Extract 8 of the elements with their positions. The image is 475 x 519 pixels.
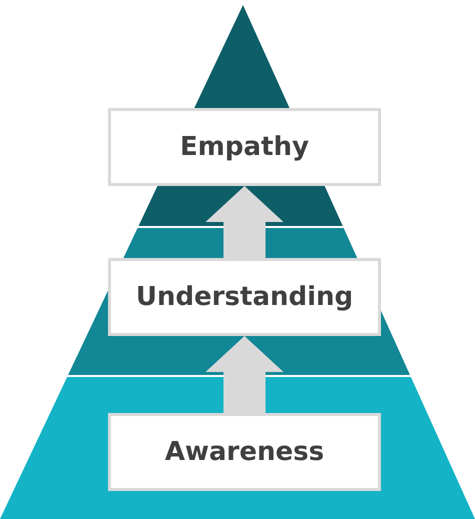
block-arrow xyxy=(206,186,284,258)
level-box xyxy=(108,413,381,491)
level-label: Understanding xyxy=(136,282,354,312)
level-box xyxy=(108,108,381,186)
block-arrow xyxy=(206,336,284,413)
level-box xyxy=(108,258,381,336)
level-label: Awareness xyxy=(164,437,324,467)
level-label: Empathy xyxy=(180,132,309,162)
